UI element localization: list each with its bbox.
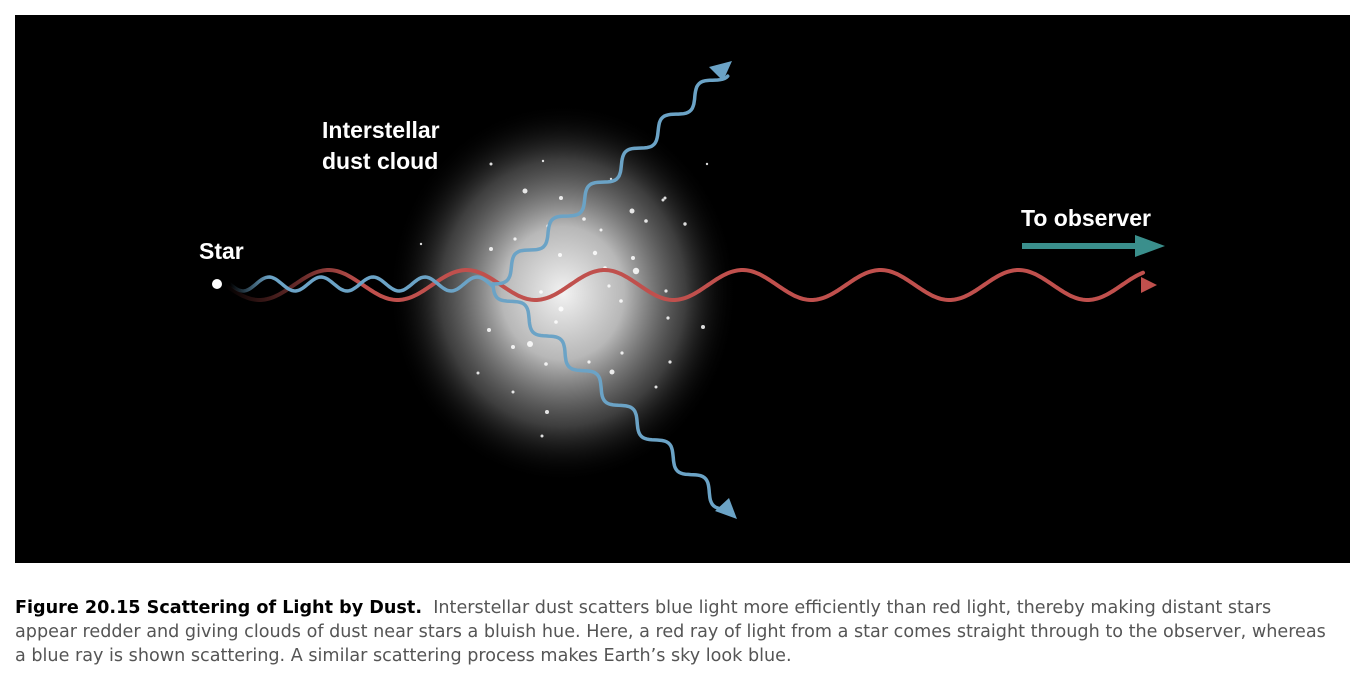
dust-particle (592, 250, 598, 256)
diagram-canvas (212, 61, 1165, 519)
dust-particle (545, 410, 549, 414)
dust-particle (620, 351, 624, 355)
dust-cloud (388, 103, 738, 483)
dust-particle (654, 385, 658, 389)
dust-particle (631, 256, 635, 260)
blue-light-ray-scattered-down (491, 282, 729, 511)
blue-light-ray-incoming (228, 275, 495, 293)
dust-cloud-label: Interstellar dust cloud (322, 117, 440, 174)
dust-particle (522, 188, 528, 194)
dust-particle (419, 242, 423, 246)
dust-particle (541, 159, 545, 163)
scattering-diagram: Interstellar dust cloud Star To observer (15, 15, 1350, 563)
dust-particle (629, 208, 635, 214)
dust-particle (663, 196, 667, 200)
dust-particle (607, 284, 611, 288)
star-label: Star (199, 238, 244, 264)
dust-particle (587, 360, 591, 364)
dust-particle (661, 198, 665, 202)
dust-particle (539, 290, 543, 294)
dust-particle (668, 360, 672, 364)
red-light-ray (223, 268, 1145, 302)
dust-particle (487, 328, 491, 332)
dust-particle (558, 306, 564, 312)
dust-particle (632, 267, 640, 275)
blue-ray-up-arrowhead (709, 61, 732, 81)
dust-particle (683, 222, 687, 226)
dust-particle (666, 316, 670, 320)
dust-particle (705, 162, 709, 166)
dust-particle (664, 289, 668, 293)
dust-particle (540, 434, 544, 438)
dust-particle (599, 228, 603, 232)
dust-particle (511, 390, 515, 394)
dust-particle (558, 253, 562, 257)
dust-particle (582, 217, 586, 221)
blue-light-ray-scattered-up (491, 74, 730, 286)
dust-particle (489, 247, 493, 251)
dust-particle (554, 320, 558, 324)
dust-particle (511, 345, 515, 349)
red-ray-arrowhead (1141, 277, 1157, 293)
dust-particle (644, 219, 648, 223)
dust-particle (619, 299, 623, 303)
dust-particle (527, 341, 533, 347)
dust-particle (609, 369, 615, 375)
dust-particle (544, 362, 548, 366)
observer-arrow (1022, 235, 1165, 257)
dust-particle (701, 325, 705, 329)
dust-particle (489, 162, 493, 166)
dust-particle (559, 196, 563, 200)
caption-title: Figure 20.15 Scattering of Light by Dust… (15, 598, 423, 618)
observer-label: To observer (1021, 205, 1151, 231)
blue-ray-down-arrowhead (715, 498, 737, 519)
dust-particle (513, 237, 517, 241)
dust-particle (476, 371, 480, 375)
caption-text: Interstellar dust scatters blue light mo… (15, 598, 1326, 666)
star-dot (212, 279, 222, 289)
figure-caption: Figure 20.15 Scattering of Light by Dust… (15, 596, 1335, 668)
dust-particles (419, 159, 709, 438)
